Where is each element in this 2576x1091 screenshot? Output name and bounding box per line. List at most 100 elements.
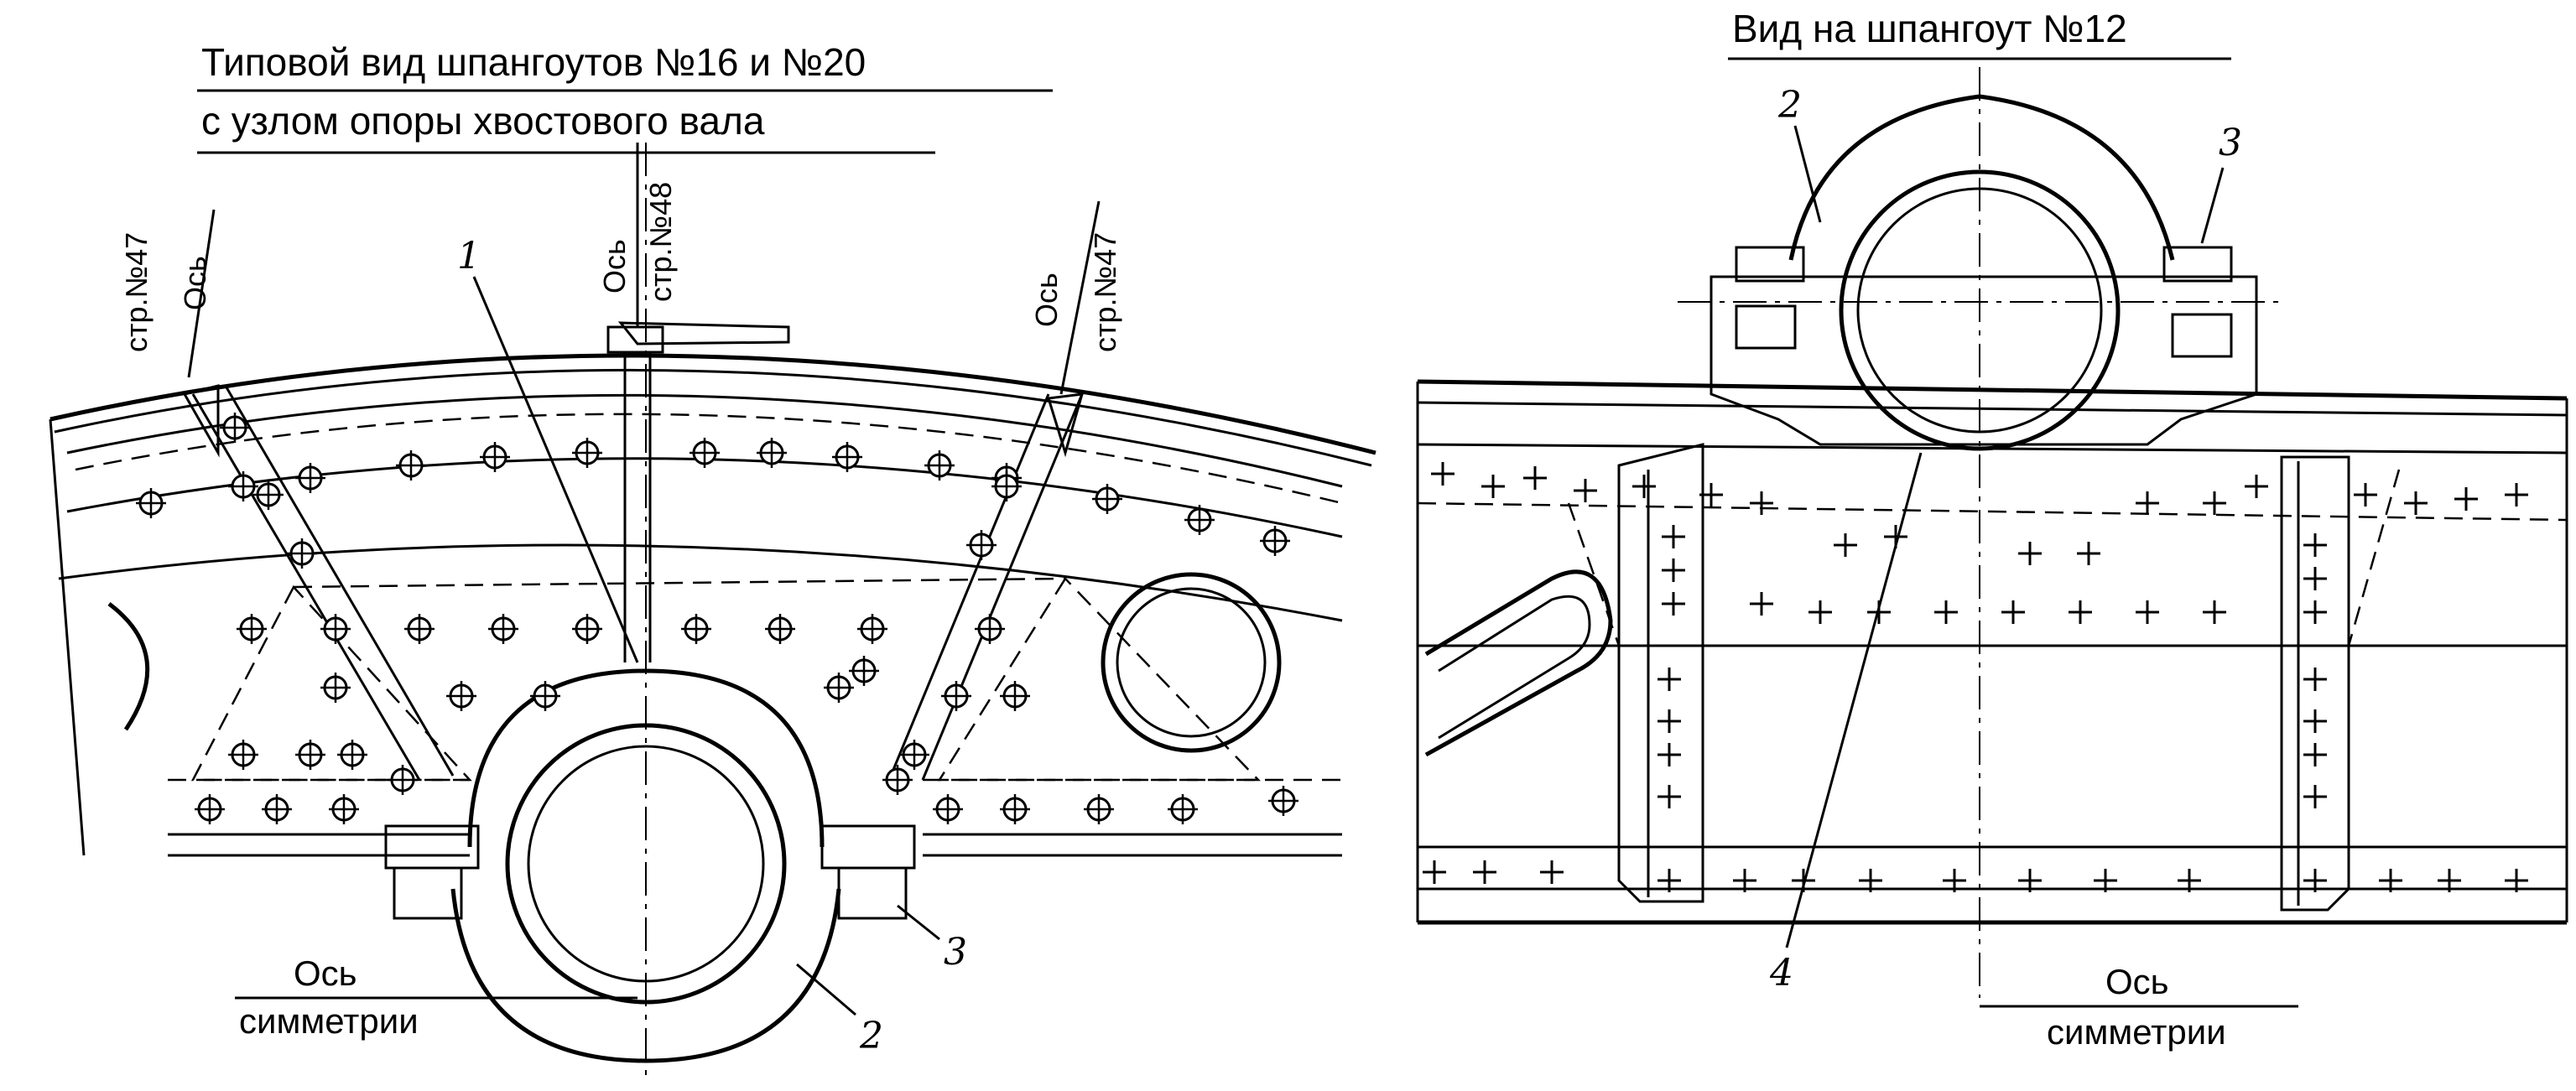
right-callout-3-leader — [2200, 167, 2225, 244]
axis-str47-left-label-2: Ось — [178, 256, 212, 310]
rivet — [329, 794, 359, 824]
fastener-plus — [2379, 869, 2402, 892]
fastener-plus — [1657, 668, 1681, 691]
fastener-plus — [2303, 785, 2327, 808]
stringer-strip-left-a — [191, 393, 421, 781]
fastener-plus — [1662, 558, 1685, 582]
fastener-plus — [2505, 483, 2528, 507]
bolt-nut-left — [393, 866, 463, 920]
left-symmetry-label-1: Ось — [294, 953, 357, 993]
fastener-plus — [2069, 600, 2092, 624]
fastener-plus — [2303, 869, 2327, 892]
rivet — [832, 442, 862, 472]
rivet — [480, 442, 510, 472]
rivet — [253, 480, 284, 510]
left-break-edge — [49, 418, 86, 856]
fastener-plus — [2018, 542, 2042, 565]
fastener-plus — [1574, 479, 1597, 502]
right-callout-2-leader — [1793, 125, 1822, 223]
rivet — [857, 614, 887, 644]
rivet — [1000, 794, 1030, 824]
fastener-plus — [2354, 483, 2377, 507]
rivet — [899, 740, 929, 770]
rivet — [991, 471, 1022, 501]
rivet — [228, 471, 258, 501]
rivet — [262, 794, 292, 824]
fastener-plus — [1423, 860, 1446, 884]
left-symmetry-label-2: симметрии — [239, 1001, 419, 1041]
callout-1-leader — [472, 276, 639, 663]
fastener-plus — [1859, 869, 1882, 892]
rivet — [228, 740, 258, 770]
right-nut-left — [1735, 304, 1797, 350]
left-callout-2: 2 — [859, 1015, 883, 1057]
right-view-title: Вид на шпангоут №12 — [1732, 7, 2127, 50]
rivet — [757, 438, 787, 468]
fastener-plus — [1657, 869, 1681, 892]
rivet — [1268, 786, 1298, 816]
rivet — [488, 614, 518, 644]
right-callout-4-leader — [1785, 452, 1923, 948]
axis-str47-right-leader — [1059, 200, 1101, 395]
gusset-right — [937, 576, 1261, 782]
stringer-48-section — [606, 325, 664, 354]
rivet — [1168, 794, 1198, 824]
fastener-plus — [2203, 491, 2226, 515]
fastener-plus — [1662, 592, 1685, 616]
gusset-left — [190, 584, 472, 782]
slot-opening — [1424, 569, 1613, 757]
stringer-48-cap — [617, 321, 790, 345]
lightening-hole-right-inner — [1116, 587, 1267, 738]
rivet — [136, 488, 166, 518]
fastener-plus — [1473, 860, 1496, 884]
rivet — [320, 673, 351, 703]
axis-str47-left-leader — [187, 209, 216, 378]
rivet — [1260, 526, 1290, 556]
fastener-plus — [2178, 869, 2201, 892]
fastener-plus — [1733, 869, 1756, 892]
rivet — [295, 740, 325, 770]
stiffener-right-hidden — [2347, 469, 2401, 647]
fastener-plus — [1750, 592, 1773, 616]
fastener-plus — [2001, 600, 2025, 624]
fastener-plus — [1750, 491, 1773, 515]
fastener-plus — [2303, 600, 2327, 624]
fastener-plus — [2438, 869, 2461, 892]
rivet — [220, 413, 250, 443]
rivet — [975, 614, 1005, 644]
right-callout-2: 2 — [1777, 84, 1802, 127]
right-view: Вид на шпангоут №12 — [1416, 7, 2568, 1052]
fastener-plus — [1699, 483, 1723, 507]
right-hidden-line — [1417, 501, 2568, 522]
right-callout-4: 4 — [1769, 952, 1793, 995]
fastener-plus — [2505, 869, 2528, 892]
right-callout-3: 3 — [2219, 122, 2242, 164]
rivet — [572, 614, 602, 644]
fastener-plus — [1808, 600, 1832, 624]
rivet — [1092, 484, 1122, 514]
fastener-plus — [2094, 869, 2117, 892]
rivet — [320, 614, 351, 644]
rivet — [287, 538, 317, 569]
rivet — [681, 614, 711, 644]
rivet — [396, 450, 426, 481]
callout-2-leader — [796, 963, 856, 1016]
rivet — [237, 614, 267, 644]
right-clamp-upper — [1788, 94, 2175, 261]
fastener-plus — [2136, 491, 2159, 515]
fastener-plus — [2303, 533, 2327, 557]
fastener-plus — [2303, 709, 2327, 733]
rivet — [295, 463, 325, 493]
gusset-top-hidden — [293, 577, 1066, 589]
right-clamp-base — [1710, 275, 2258, 446]
right-symmetry-label-1: Ось — [2105, 962, 2169, 1001]
left-view: Типовой вид шпангоутов №16 и №20 с узлом… — [49, 40, 1376, 1082]
rivet — [572, 438, 602, 468]
left-callout-3: 3 — [944, 931, 967, 974]
fastener-plus — [2245, 475, 2268, 498]
left-view-title-line1: Типовой вид шпангоутов №16 и №20 — [201, 40, 866, 84]
left-rivets — [136, 413, 1298, 824]
rivet — [966, 530, 997, 560]
stringer-strip-right-a — [887, 393, 1050, 781]
fastener-plus — [2303, 668, 2327, 691]
